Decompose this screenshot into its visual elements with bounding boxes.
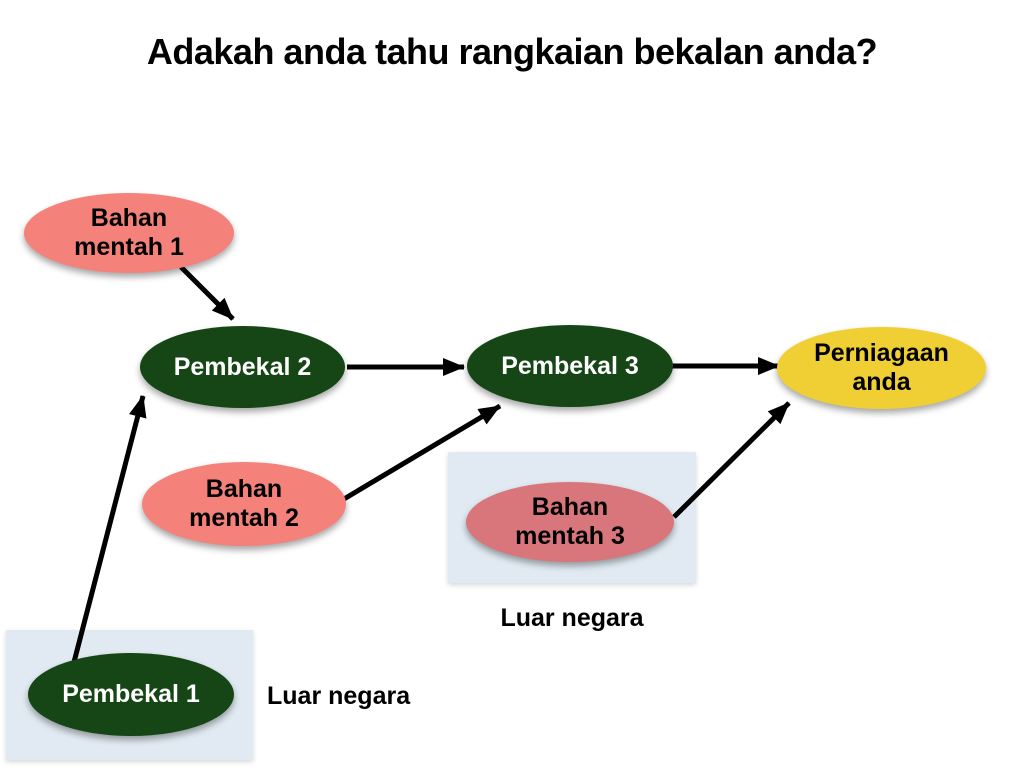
node-label: Bahan mentah 2 <box>189 475 299 532</box>
node-label: Pembekal 1 <box>62 680 200 708</box>
node-pembekal-2: Pembekal 2 <box>140 326 345 408</box>
node-label: Pembekal 3 <box>501 351 639 380</box>
node-perniagaan-anda: Perniagaan anda <box>777 327 986 409</box>
arrow-bahan-mentah-1-to-pembekal-2 <box>179 265 235 321</box>
node-label: Perniagaan anda <box>814 339 949 396</box>
region-label-luar-negara-bahan-mentah-3: Luar negara <box>500 604 644 632</box>
node-pembekal-3: Pembekal 3 <box>467 325 673 407</box>
slide-title: Adakah anda tahu rangkaian bekalan anda? <box>146 31 878 72</box>
node-pembekal-1: Pembekal 1 <box>28 653 234 736</box>
region-label-luar-negara-pembekal-1: Luar negara <box>267 682 411 710</box>
arrow-pembekal-1-to-pembekal-2 <box>70 395 147 667</box>
node-bahan-mentah-3: Bahan mentah 3 <box>466 482 674 562</box>
node-label: Bahan mentah 3 <box>515 493 625 550</box>
node-label: Pembekal 2 <box>173 352 312 381</box>
node-bahan-mentah-1: Bahan mentah 1 <box>24 193 234 273</box>
node-bahan-mentah-2: Bahan mentah 2 <box>142 462 346 546</box>
node-label: Bahan mentah 1 <box>74 204 184 261</box>
